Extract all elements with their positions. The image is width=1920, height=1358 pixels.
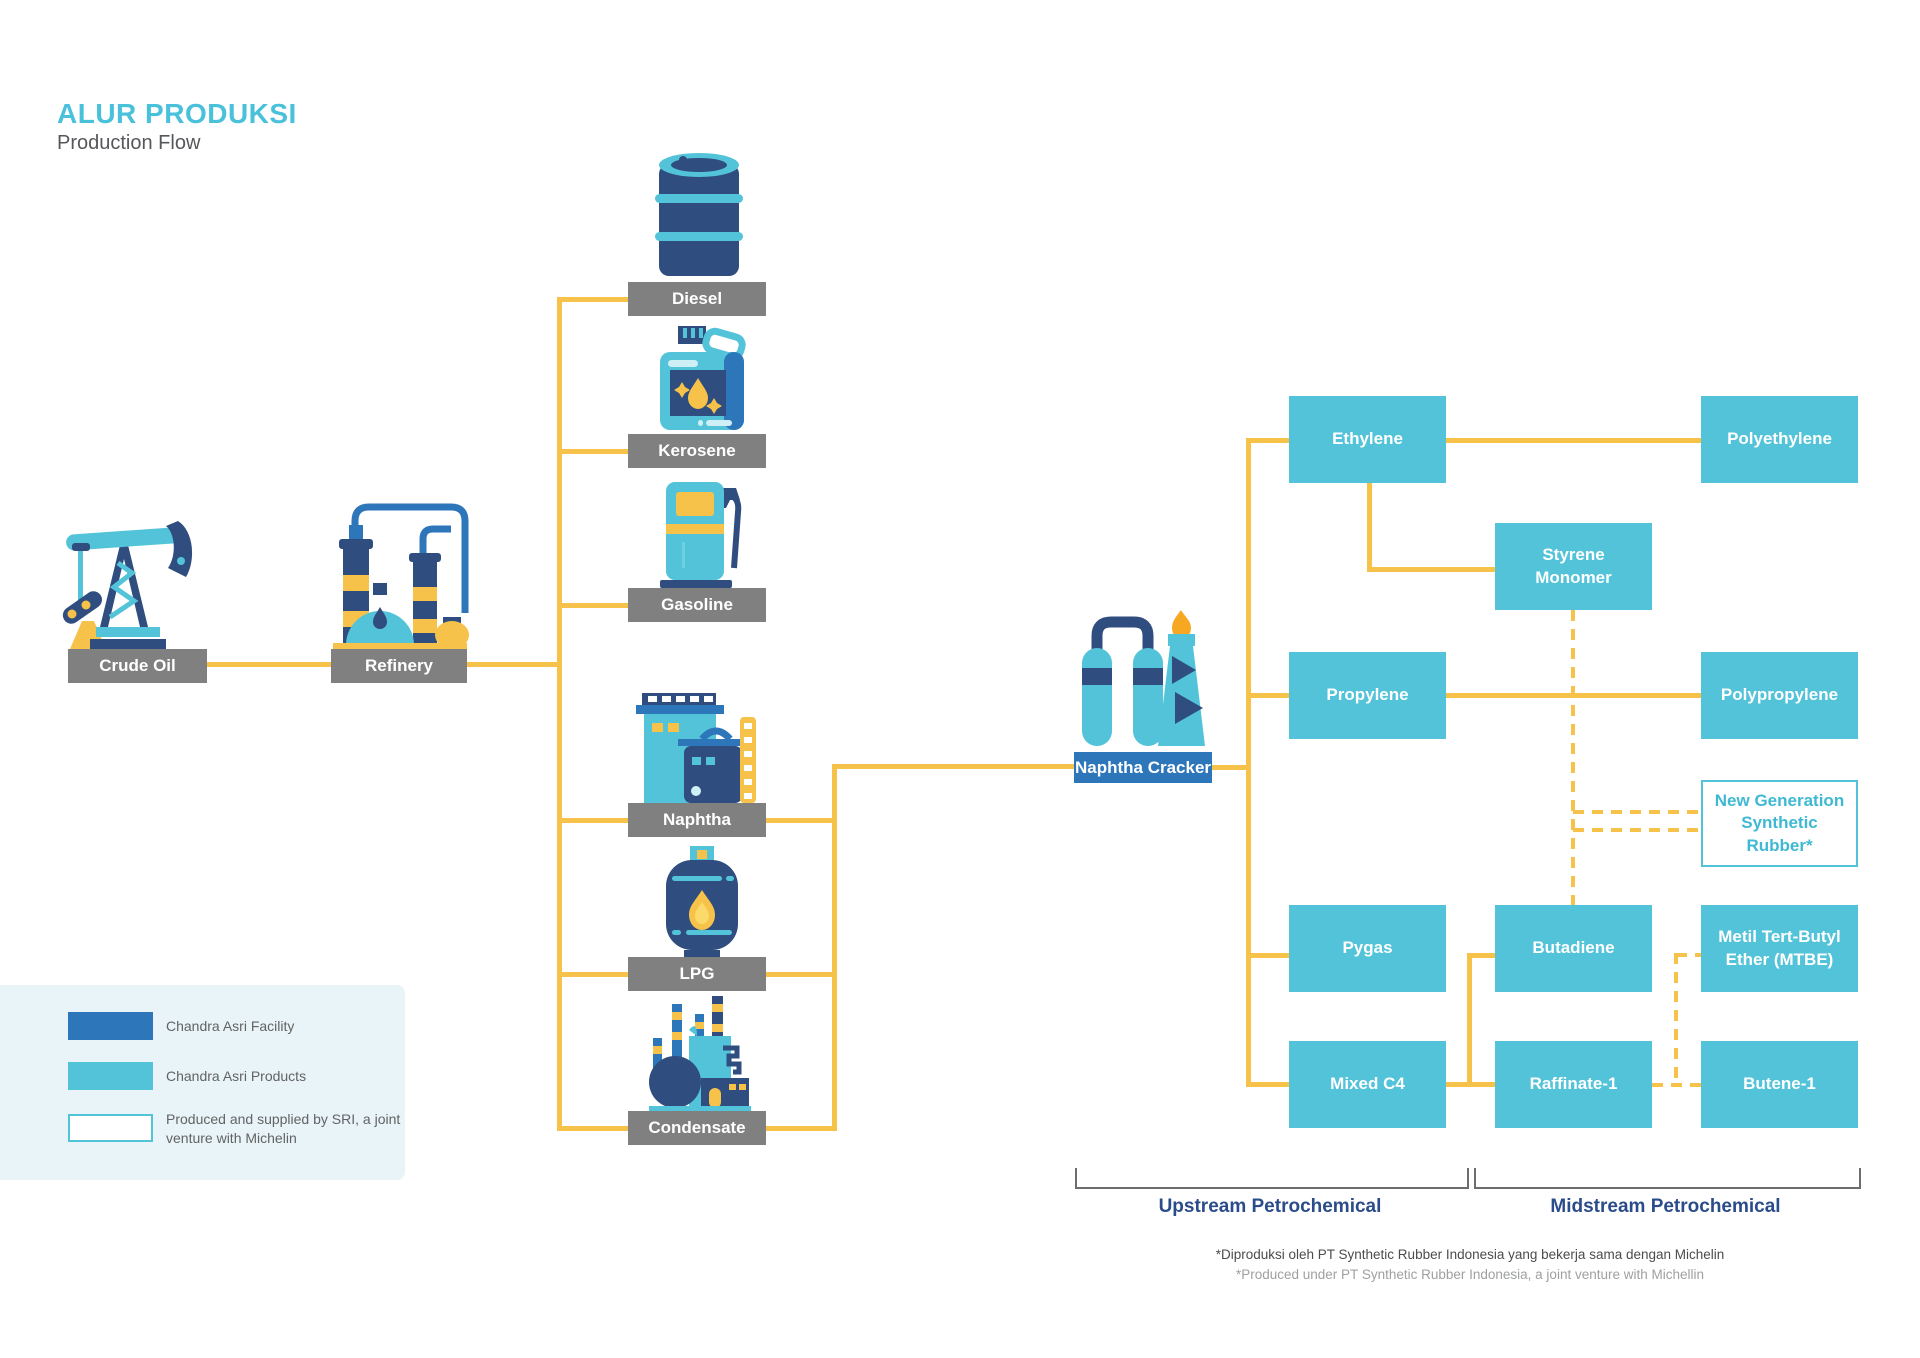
legend-label-facility: Chandra Asri Facility <box>166 1018 295 1034</box>
node-polyethylene: Polyethylene <box>1701 396 1858 483</box>
node-naphtha-cracker: Naphtha Cracker <box>1074 752 1212 783</box>
edge-naphtha-feedtrunk <box>766 818 837 823</box>
edge-trunk-condensate <box>557 1126 628 1131</box>
edge-trunk-ethylene <box>1246 438 1289 443</box>
edge-mixedc4-butadiene-h <box>1467 953 1495 958</box>
legend-panel: Chandra Asri Facility Chandra Asri Produ… <box>0 985 405 1180</box>
fuel-pump-icon <box>660 482 742 588</box>
page-subtitle: Production Flow <box>57 132 201 154</box>
legend-label-products: Chandra Asri Products <box>166 1068 307 1084</box>
section-label-midstream: Midstream Petrochemical <box>1550 1196 1781 1217</box>
refinery-icon <box>333 503 469 650</box>
edge-trunk-mixedc4 <box>1246 1082 1289 1087</box>
node-propylene: Propylene <box>1289 652 1446 739</box>
edge-trunk-diesel <box>557 297 628 302</box>
node-butadiene: Butadiene <box>1495 905 1652 992</box>
edge-lpg-feedtrunk <box>766 972 837 977</box>
edge-mixedc4-butadiene-v <box>1467 953 1472 1087</box>
legend-swatch-facility <box>68 1012 153 1040</box>
node-raffinate-1: Raffinate-1 <box>1495 1041 1652 1128</box>
edge-refinery-trunk <box>467 662 562 667</box>
oil-pump-icon <box>62 521 193 649</box>
node-polypropylene: Polypropylene <box>1701 652 1858 739</box>
node-mixed-c4: Mixed C4 <box>1289 1041 1446 1128</box>
node-condensate: Condensate <box>628 1111 766 1145</box>
node-refinery: Refinery <box>331 649 467 683</box>
lpg-cylinder-icon <box>666 846 738 957</box>
edge-butadiene-ngsr-dashed <box>1573 828 1701 832</box>
edge-ethylene-styrene-h <box>1367 567 1495 572</box>
edge-cracker-outtrunk <box>1212 765 1250 770</box>
section-label-upstream: Upstream Petrochemical <box>1158 1196 1382 1217</box>
cracker-output-trunk <box>1246 438 1251 1087</box>
node-diesel: Diesel <box>628 282 766 316</box>
node-mtbe: Metil Tert-Butyl Ether (MTBE) <box>1701 905 1858 992</box>
edge-raffinate-mtbe-dashed-h <box>1676 953 1701 957</box>
node-lpg: LPG <box>628 957 766 991</box>
cracker-feed-trunk <box>832 764 837 1131</box>
edge-feed-cracker <box>832 764 1074 769</box>
edge-trunk-gasoline <box>557 603 628 608</box>
edge-raffinate-butene-dashed <box>1652 1083 1701 1087</box>
edge-raffinate-mtbe-dashed-v <box>1674 953 1678 1085</box>
edge-trunk-kerosene <box>557 449 628 454</box>
node-gasoline: Gasoline <box>628 588 766 622</box>
legend-swatch-sri <box>68 1114 153 1142</box>
node-styrene-monomer: Styrene Monomer <box>1495 523 1652 610</box>
edge-trunk-lpg <box>557 972 628 977</box>
node-crude-oil: Crude Oil <box>68 649 207 683</box>
storage-tank-icon <box>636 693 756 803</box>
edge-styrene-butadiene-dashed <box>1571 610 1575 905</box>
refinery-products-trunk <box>557 297 562 1131</box>
condensate-plant-icon <box>649 996 751 1111</box>
node-new-gen-synthetic-rubber: New Generation Synthetic Rubber* <box>1701 780 1858 867</box>
edge-ethylene-polyethylene <box>1446 438 1701 443</box>
naphtha-cracker-icon <box>1082 610 1205 746</box>
node-ethylene: Ethylene <box>1289 396 1446 483</box>
edge-mixedc4-raffinate <box>1446 1082 1495 1087</box>
legend-swatch-products <box>68 1062 153 1090</box>
node-kerosene: Kerosene <box>628 434 766 468</box>
node-pygas: Pygas <box>1289 905 1446 992</box>
node-naphtha: Naphtha <box>628 803 766 837</box>
midstream-bracket <box>1474 1168 1861 1189</box>
footnote-english: *Produced under PT Synthetic Rubber Indo… <box>1235 1267 1705 1282</box>
edge-crudeoil-refinery <box>207 662 331 667</box>
edge-trunk-propylene <box>1246 693 1289 698</box>
footnote-indonesian: *Diproduksi oleh PT Synthetic Rubber Ind… <box>1215 1247 1725 1262</box>
upstream-bracket <box>1075 1168 1469 1189</box>
legend-label-sri: Produced and supplied by SRI, a joint ve… <box>166 1111 401 1146</box>
edge-styrene-ngsr-dashed <box>1573 810 1701 814</box>
edge-condensate-feedtrunk <box>766 1126 837 1131</box>
edge-trunk-naphtha <box>557 818 628 823</box>
node-butene-1: Butene-1 <box>1701 1041 1858 1128</box>
page-title: ALUR PRODUKSI <box>57 98 297 129</box>
edge-ethylene-styrene-v <box>1367 483 1372 572</box>
oil-barrel-icon <box>655 153 743 276</box>
edge-trunk-pygas <box>1246 953 1289 958</box>
kerosene-can-icon <box>660 326 746 430</box>
